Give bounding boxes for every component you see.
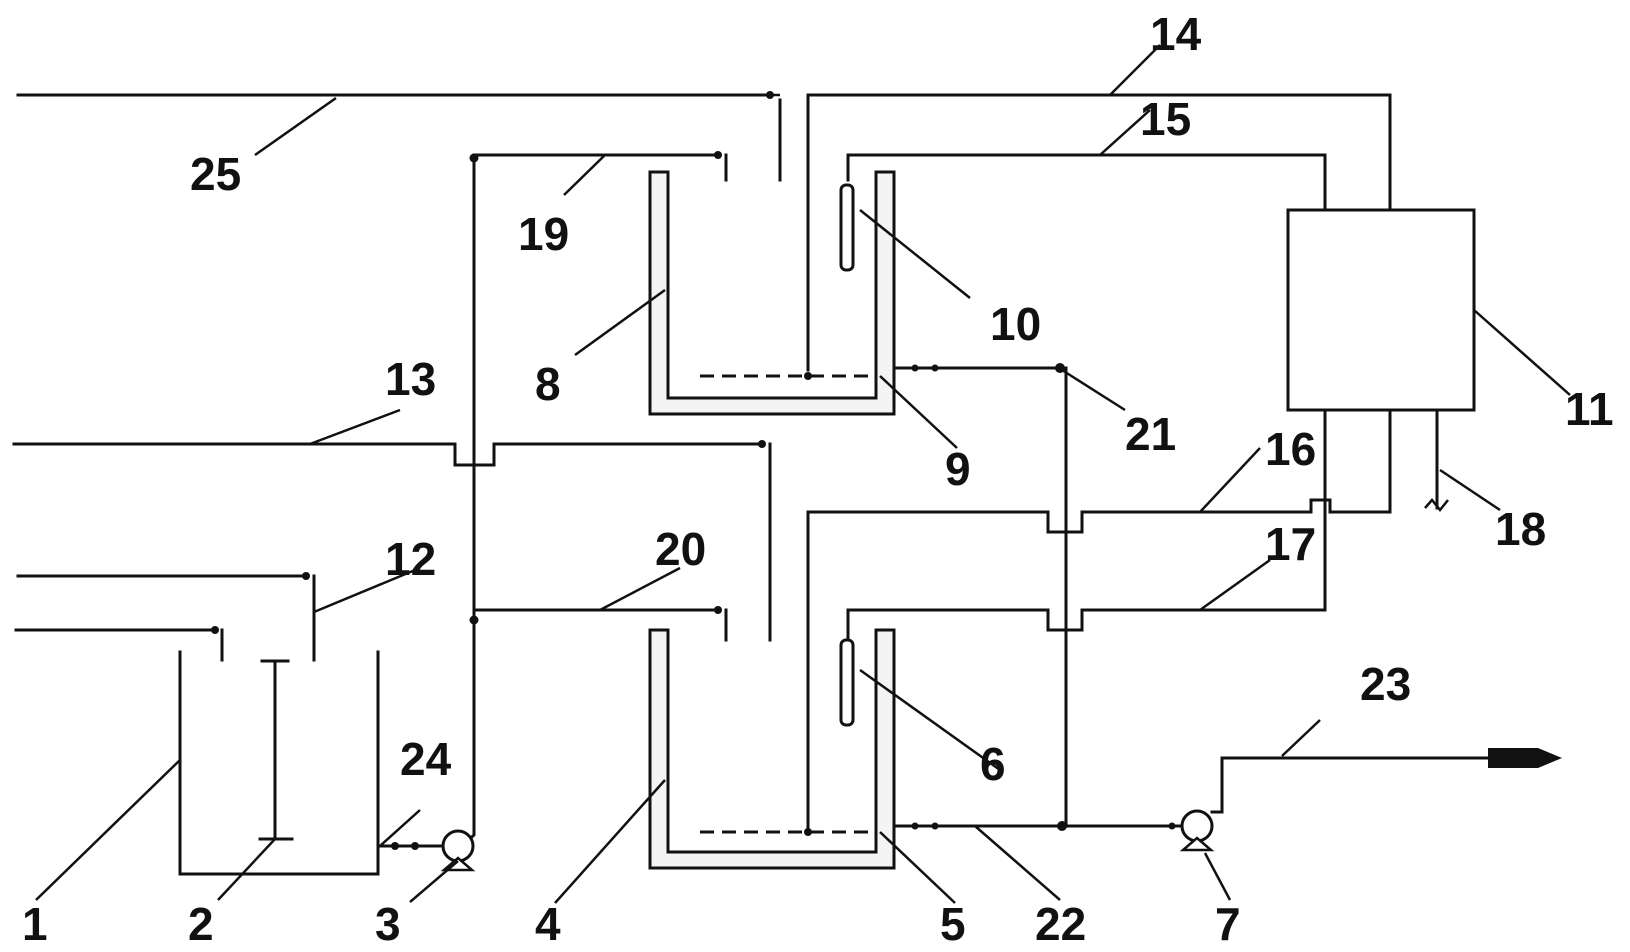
pipe-19 bbox=[469, 151, 728, 182]
label-22: 22 bbox=[1035, 898, 1086, 950]
stirrer-2 bbox=[258, 659, 294, 841]
label-23: 23 bbox=[1360, 658, 1411, 710]
label-12: 12 bbox=[385, 533, 436, 585]
leader-lines bbox=[35, 44, 1571, 904]
pipe-20 bbox=[469, 606, 728, 642]
label-20: 20 bbox=[655, 523, 706, 575]
pipe-14 bbox=[806, 93, 1392, 372]
label-25: 25 bbox=[190, 148, 241, 200]
label-5: 5 bbox=[940, 898, 966, 950]
label-2: 2 bbox=[188, 898, 214, 950]
label-3: 3 bbox=[375, 898, 401, 950]
pipe-12 bbox=[14, 572, 316, 662]
unit-11 bbox=[1286, 208, 1476, 412]
label-10: 10 bbox=[990, 298, 1041, 350]
reactor-8 bbox=[648, 170, 896, 416]
label-16: 16 bbox=[1265, 423, 1316, 475]
label-21: 21 bbox=[1125, 408, 1176, 460]
pump-3 bbox=[440, 829, 476, 872]
label-13: 13 bbox=[385, 353, 436, 405]
pipe-13 bbox=[12, 440, 772, 642]
label-15: 15 bbox=[1140, 93, 1191, 145]
outlet-18 bbox=[1424, 408, 1449, 513]
pipe-21 bbox=[892, 363, 1068, 828]
pipe-16 bbox=[806, 408, 1392, 832]
label-24: 24 bbox=[400, 733, 452, 785]
label-11: 11 bbox=[1565, 383, 1614, 435]
aerator-5 bbox=[700, 828, 870, 836]
label-1: 1 bbox=[22, 898, 48, 950]
pipe-15 bbox=[846, 153, 1327, 212]
label-4: 4 bbox=[535, 898, 561, 950]
label-7: 7 bbox=[1215, 898, 1241, 950]
pump-7 bbox=[1179, 809, 1215, 852]
pipe-23 bbox=[1210, 756, 1490, 814]
outflow-arrow-icon bbox=[1488, 748, 1562, 768]
label-17: 17 bbox=[1265, 518, 1316, 570]
pipe-22 bbox=[892, 821, 1182, 831]
label-14: 14 bbox=[1150, 8, 1202, 60]
electrode-6 bbox=[839, 638, 855, 727]
reactor-4 bbox=[648, 628, 896, 870]
label-19: 19 bbox=[518, 208, 569, 260]
electrode-10 bbox=[839, 183, 855, 272]
label-18: 18 bbox=[1495, 503, 1546, 555]
aerator-9 bbox=[700, 372, 870, 380]
label-6: 6 bbox=[980, 738, 1006, 790]
pipe-25 bbox=[16, 91, 782, 182]
label-9: 9 bbox=[945, 443, 971, 495]
label-8: 8 bbox=[535, 358, 561, 410]
pipe-17 bbox=[846, 408, 1327, 642]
tank-1 bbox=[178, 650, 380, 876]
